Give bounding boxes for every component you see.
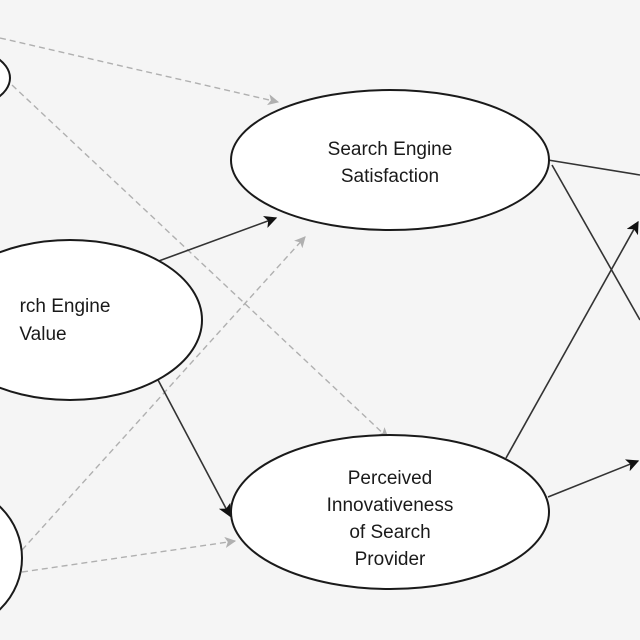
node-satisfaction-line-2: Satisfaction: [341, 166, 439, 187]
node-value: rch Engine Value: [0, 239, 203, 401]
node-innovativeness-line-3: of Search: [349, 522, 430, 543]
edge-offscreen-to-satisfaction: [0, 37, 280, 106]
edge-left-bottom-to-satisfaction: [21, 236, 306, 551]
edge-satisfaction-to-right-b: [551, 164, 640, 321]
node-left-bottom-partial: [0, 505, 23, 611]
node-satisfaction: Search Engine Satisfaction: [230, 89, 550, 231]
node-innovativeness-line-1: Perceived: [348, 468, 433, 489]
node-value-line-2: Value: [19, 324, 66, 345]
edge-innovativeness-to-right-upper: [505, 220, 639, 459]
node-innovativeness: Perceived Innovativeness of Search Provi…: [230, 434, 550, 590]
node-satisfaction-line-1: Search Engine: [328, 139, 453, 160]
node-value-line-1: rch Engine: [20, 296, 111, 317]
edge-value-to-satisfaction: [155, 215, 278, 263]
edge-left-bottom-to-innovativeness: [21, 536, 237, 573]
node-innovativeness-line-2: Innovativeness: [327, 495, 454, 516]
node-left-top-partial: [0, 58, 11, 98]
node-innovativeness-line-4: Provider: [355, 549, 426, 570]
edge-value-to-innovativeness: [156, 377, 231, 518]
edge-left-top-to-innovativeness: [11, 84, 389, 439]
edge-innovativeness-to-right-lower: [547, 459, 640, 498]
edge-satisfaction-to-right-a: [547, 159, 640, 176]
